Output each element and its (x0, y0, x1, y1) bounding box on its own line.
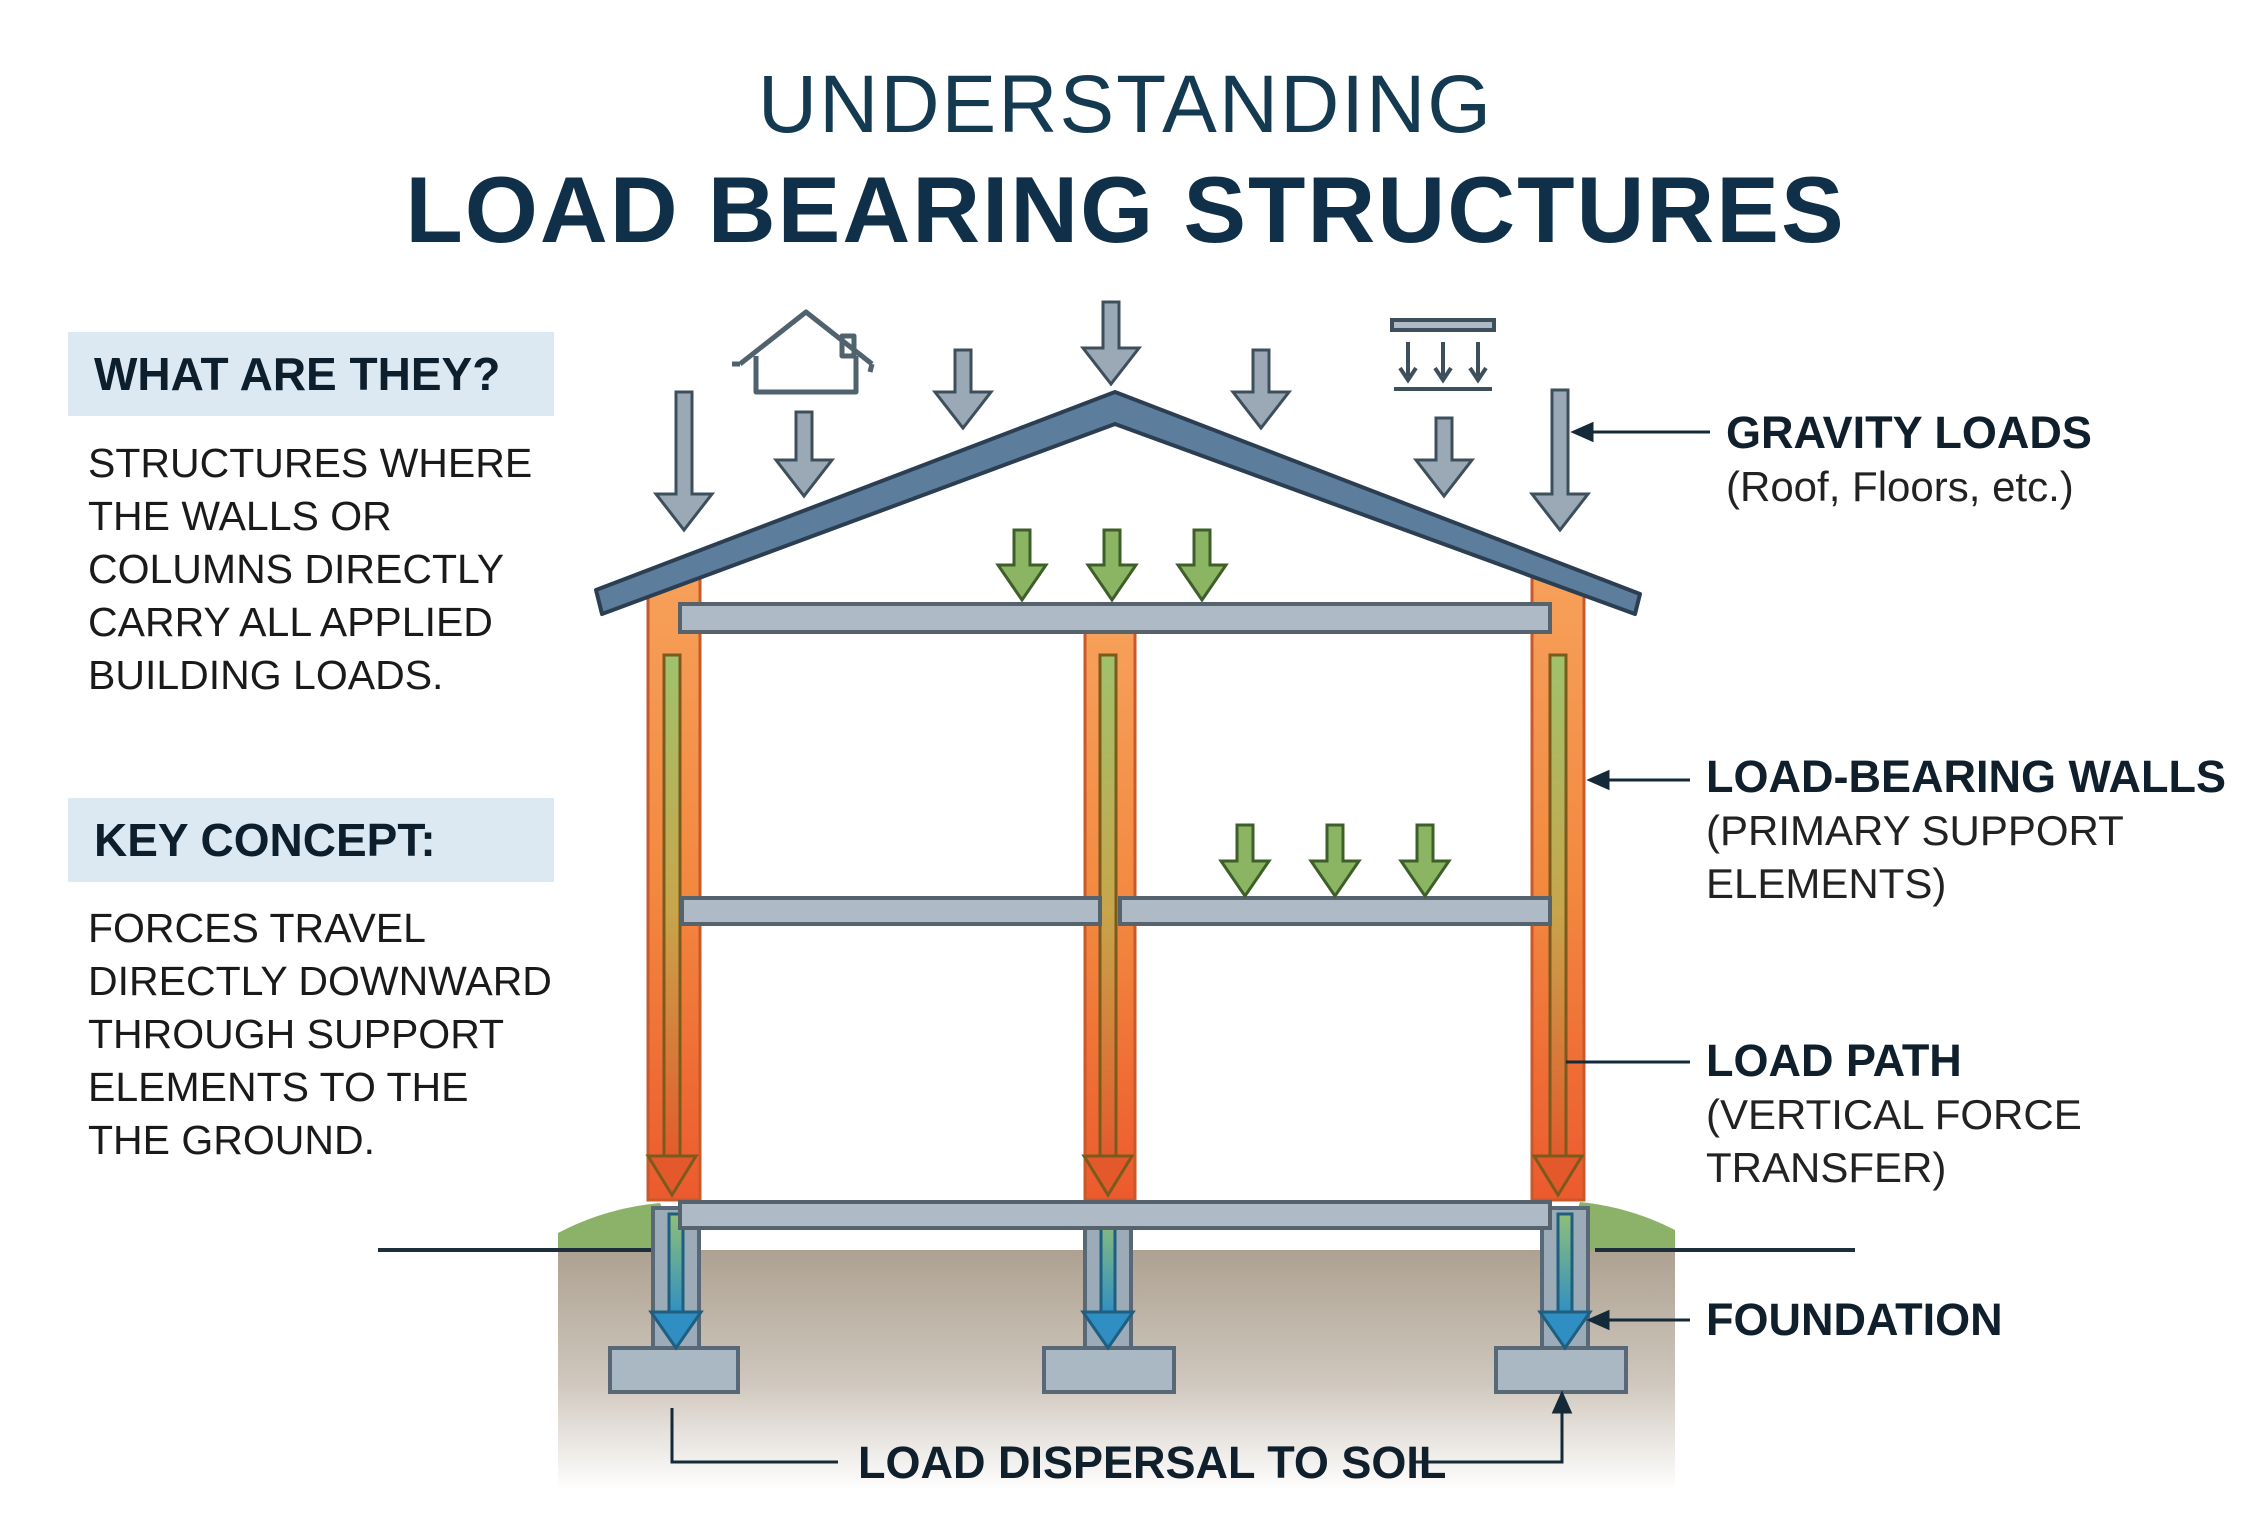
what-line: CARRY ALL APPLIED (88, 599, 493, 645)
key-line: THROUGH SUPPORT (88, 1011, 505, 1057)
what-line: STRUCTURES WHERE (88, 440, 533, 486)
what-text: STRUCTURES WHERE THE WALLS OR COLUMNS DI… (88, 437, 568, 702)
load-path-label: LOAD PATH (VERTICAL FORCE TRANSFER) (1706, 1034, 2082, 1194)
floor-slabs (678, 602, 1552, 1230)
walls-sub: ELEMENTS) (1706, 860, 1947, 907)
title-top: UNDERSTANDING (757, 59, 1494, 150)
page-title: LOAD BEARING STRUCTURES (405, 157, 1846, 263)
load-path-sub: (VERTICAL FORCE (1706, 1091, 2082, 1138)
foundation-heading: FOUNDATION (1706, 1294, 2003, 1345)
what-line: THE WALLS OR (88, 493, 392, 539)
key-line: DIRECTLY DOWNWARD (88, 958, 552, 1004)
gravity-loads-heading: GRAVITY LOADS (1726, 407, 2092, 458)
roof (594, 390, 1642, 616)
house-icon (732, 309, 875, 395)
load-path-arrows (645, 653, 1585, 1198)
dispersal-heading: LOAD DISPERSAL TO SOIL (858, 1437, 1447, 1488)
walls-label: LOAD-BEARING WALLS (PRIMARY SUPPORT ELEM… (1706, 750, 2226, 910)
floor-load-arrows (995, 528, 1452, 899)
title-block: UNDERSTANDING LOAD BEARING STRUCTURES (0, 59, 2251, 264)
callout-lines (670, 421, 1710, 1464)
key-heading: KEY CONCEPT: (68, 798, 554, 882)
what-heading: WHAT ARE THEY? (68, 332, 554, 416)
gravity-loads-label: GRAVITY LOADS (Roof, Floors, etc.) (1726, 406, 2092, 513)
foundation-load-arrows (648, 1212, 1593, 1351)
walls-heading: LOAD-BEARING WALLS (1706, 751, 2226, 802)
key-text: FORCES TRAVEL DIRECTLY DOWNWARD THROUGH … (88, 902, 568, 1167)
what-line: COLUMNS DIRECTLY (88, 546, 505, 592)
dispersal-label: LOAD DISPERSAL TO SOIL (858, 1436, 1446, 1490)
key-line: THE GROUND. (88, 1117, 375, 1163)
gravity-loads-sub: (Roof, Floors, etc.) (1726, 463, 2074, 510)
distributed-load-icon (1390, 318, 1496, 391)
gravity-load-arrows (652, 300, 1592, 533)
load-path-heading: LOAD PATH (1706, 1035, 1962, 1086)
foundation-label: FOUNDATION (1706, 1293, 2003, 1347)
load-path-sub: TRANSFER) (1706, 1144, 1947, 1191)
key-line: ELEMENTS TO THE (88, 1064, 469, 1110)
key-line: FORCES TRAVEL (88, 905, 426, 951)
walls-sub: (PRIMARY SUPPORT (1706, 807, 2124, 854)
what-line: BUILDING LOADS. (88, 652, 444, 698)
